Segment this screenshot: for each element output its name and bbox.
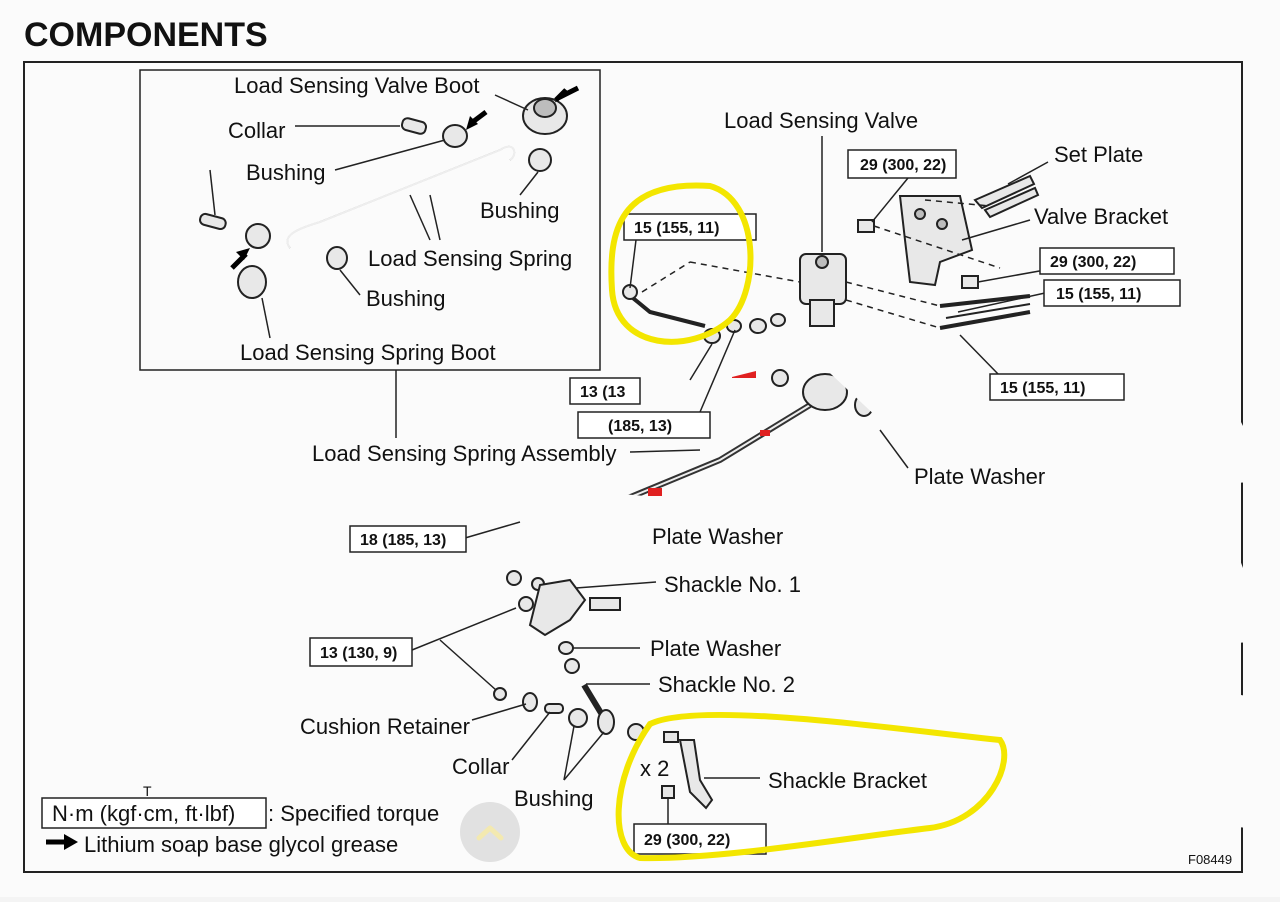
torque-box-13-lower: 13 (130, 9) [309,637,413,667]
svg-text:29 (300, 22): 29 (300, 22) [1050,254,1136,271]
svg-text:15 (155, 11): 15 (155, 11) [634,220,719,237]
svg-text:(185, 13): (185, 13) [608,418,672,435]
arrow-right-icon [230,85,580,270]
svg-text:15 (155, 11): 15 (155, 11) [1000,380,1085,397]
main-leaders [411,136,1049,826]
label-inset-bushing-top: Bushing [246,160,326,185]
label-set-plate: Set Plate [1054,142,1143,167]
label-plate-washer-1: Plate Washer [914,464,1045,489]
label-shackle-1: Shackle No. 1 [664,572,801,597]
label-inset-collar: Collar [228,118,285,143]
svg-text:13 (13: 13 (13 [580,384,625,401]
valve-assembly [622,174,1040,330]
torque-marker-label: T [143,783,152,799]
label-valve-boot: Load Sensing Valve Boot [234,73,479,98]
figure-code: F08449 [1188,852,1232,867]
redaction-blotches [470,344,1270,830]
torque-box-bracket: 29 (300, 22) [1039,247,1175,275]
torque-box-pipe-right-1: 15 (155, 11) [1043,279,1181,307]
lower-parts [493,570,714,810]
label-shackle-bracket: Shackle Bracket [768,768,927,793]
highlight-shackle-bracket [615,711,1008,862]
legend-torque-unit: N·m (kgf·cm, ft·lbf) [52,801,235,826]
page-title: COMPONENTS [24,16,268,54]
label-spring-assembly: Load Sensing Spring Assembly [312,441,617,466]
label-plate-washer-2: Plate Washer [652,524,783,549]
torque-box-18-partial: (185, 13) [577,411,711,439]
label-collar: Collar [452,754,509,779]
chevron-up-icon [476,825,504,841]
label-inset-bushing-bottom: Bushing [366,286,446,311]
inset-frame [139,69,601,371]
inset-parts [199,97,568,299]
dashed-guides [641,199,1001,329]
torque-box-pipe-right-2: 15 (155, 11) [989,373,1125,401]
legend-torque-box [41,797,267,829]
label-x2: x 2 [640,756,669,781]
highlight-pipe-torque [608,182,754,345]
svg-text:18 (185, 13): 18 (185, 13) [360,532,446,549]
label-plate-washer-3: Plate Washer [650,636,781,661]
svg-text:13 (130, 9): 13 (130, 9) [320,645,397,662]
scroll-up-button[interactable] [460,802,520,862]
torque-box-13-partial: 13 (13 [569,377,641,405]
torque-box-valve-top: 29 (300, 22) [847,149,957,179]
legend-torque-desc: : Specified torque [268,801,439,826]
label-bushing: Bushing [514,786,594,811]
inset-leaders [209,94,539,339]
torque-box-pipe-left: 15 (155, 11) [623,213,757,241]
svg-text:29 (300, 22): 29 (300, 22) [860,157,946,174]
label-inset-bushing-right: Bushing [480,198,560,223]
label-shackle-2: Shackle No. 2 [658,672,795,697]
legend: T N·m (kgf·cm, ft·lbf) : Specified torqu… [41,783,439,857]
label-valve-bracket: Valve Bracket [1034,204,1168,229]
svg-text:29 (300, 22): 29 (300, 22) [644,832,730,849]
svg-text:15 (155, 11): 15 (155, 11) [1056,286,1141,303]
arrow-right-icon [46,834,78,850]
label-cushion-retainer: Cushion Retainer [300,714,470,739]
label-inset-spring: Load Sensing Spring [368,246,572,271]
torque-box-18: 18 (185, 13) [349,525,467,553]
label-valve: Load Sensing Valve [724,108,918,133]
label-inset-spring-boot: Load Sensing Spring Boot [240,340,496,365]
legend-grease-desc: Lithium soap base glycol grease [84,832,398,857]
